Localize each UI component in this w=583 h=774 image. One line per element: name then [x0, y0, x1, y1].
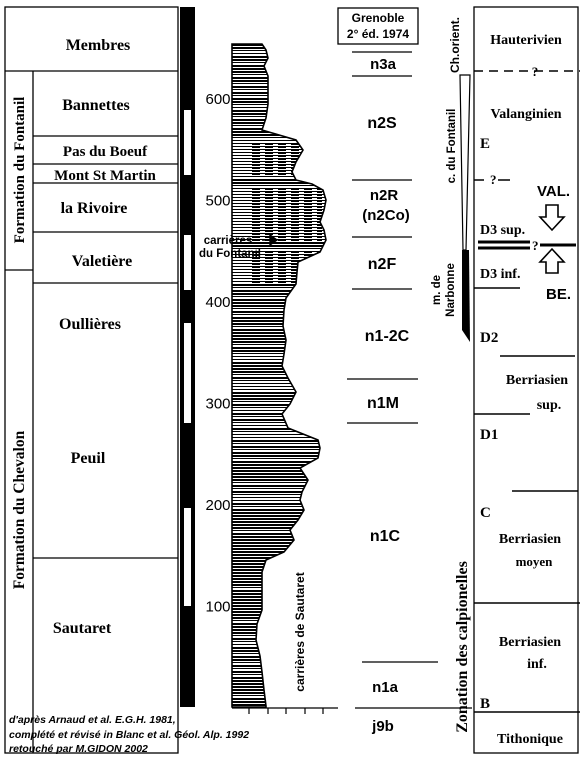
stage-berriasien-sup-1: Berriasien — [506, 373, 568, 388]
member-oullieres: Oullières — [59, 316, 121, 333]
zone-D2: D2 — [480, 330, 498, 346]
unit-j9b: j9b — [371, 718, 394, 735]
zone-C: C — [480, 505, 491, 521]
zone-D1: D1 — [480, 427, 498, 443]
membres-panel — [4, 6, 179, 754]
member-pas-du-boeuf: Pas du Boeuf — [63, 144, 148, 160]
be-marker: BE. — [546, 286, 571, 303]
arrow-down-icon — [538, 204, 566, 232]
member-peuil: Peuil — [71, 450, 106, 467]
arrow-up-icon — [538, 247, 566, 274]
grenoble-header-box: Grenoble 2° éd. 1974 — [337, 7, 419, 45]
membres-header: Membres — [66, 37, 131, 54]
grenoble-header-line1: Grenoble — [352, 11, 405, 25]
c-du-fontanil-label: c. du Fontanil — [446, 109, 458, 184]
question-mark-2: ? — [490, 172, 497, 187]
caption-line-3: retouché par M.GIDON 2002 — [9, 743, 148, 755]
scale-tick-label: 100 — [205, 599, 230, 616]
unit-n2F: n2F — [368, 256, 397, 273]
m-de-narbonne-label-1: m. de — [431, 275, 443, 305]
m-de-narbonne-label-2: Narbonne — [445, 263, 457, 317]
fontanil-zone-wedge — [459, 74, 471, 251]
member-mont-st-martin: Mont St Martin — [54, 168, 156, 184]
unit-n1a: n1a — [372, 679, 399, 696]
zone-D3-sup: D3 sup. — [480, 223, 525, 238]
caption-line-1: d'après Arnaud et al. E.G.H. 1981, — [9, 714, 176, 726]
scale-ticks: 100 200 300 400 500 600 — [205, 91, 230, 616]
unit-n2R: n2R — [370, 187, 399, 204]
member-valetiere: Valetière — [72, 253, 132, 270]
narbonne-zone-wedge — [462, 250, 470, 342]
unit-n3a: n3a — [370, 56, 397, 73]
question-mark-1: ? — [532, 64, 539, 79]
stage-berriasien-inf-1: Berriasien — [499, 635, 561, 650]
unit-n2Co: (n2Co) — [362, 207, 410, 224]
unit-boundaries — [347, 51, 472, 709]
member-la-rivoire: la Rivoire — [61, 200, 128, 217]
unit-n1-2C: n1-2C — [365, 328, 410, 345]
scale-tick-label: 300 — [205, 396, 230, 413]
val-marker: VAL. — [537, 183, 570, 200]
zone-E: E — [480, 136, 490, 152]
member-bannettes: Bannettes — [62, 97, 130, 114]
stage-hauterivien: Hauterivien — [490, 33, 562, 48]
unit-n1M: n1M — [367, 395, 399, 412]
stage-tithonique: Tithonique — [497, 732, 563, 747]
unit-n2S: n2S — [367, 115, 397, 132]
stage-berriasien-moyen-2: moyen — [516, 554, 554, 569]
caption-line-2: complété et révisé in Blanc et al. Géol.… — [9, 728, 250, 741]
zonation-calpionelles-label: Zonation des calpionelles — [454, 561, 471, 733]
carrieres-fontanil-label-1: carrières — [204, 235, 253, 247]
scale-tick-label: 600 — [205, 91, 230, 108]
unit-n1C: n1C — [370, 528, 401, 545]
ch-orient-label: Ch.orient. — [448, 17, 462, 73]
scale-tick-label: 500 — [205, 193, 230, 210]
zone-B: B — [480, 696, 490, 712]
stage-berriasien-sup-2: sup. — [537, 398, 562, 413]
lithology-column — [231, 43, 327, 708]
carrieres-sautaret-label: carrières de Sautaret — [293, 572, 307, 691]
grenoble-header-line2: 2° éd. 1974 — [347, 27, 410, 41]
source-caption: d'après Arnaud et al. E.G.H. 1981, compl… — [9, 713, 309, 757]
stage-valanginien: Valanginien — [490, 107, 561, 122]
scale-tick-label: 200 — [205, 497, 230, 514]
carrieres-fontanil-label-2: du Fontanil — [199, 248, 261, 260]
black-scale-bar — [180, 7, 195, 707]
member-sautaret: Sautaret — [53, 620, 112, 637]
stages-panel — [473, 6, 579, 754]
scale-tick-label: 400 — [205, 294, 230, 311]
formation-fontanil-label: Formation du Fontanil — [12, 97, 28, 244]
arrow-fontanil-icon — [262, 233, 279, 247]
log-base-axis — [232, 707, 338, 714]
formation-chevalon-label: Formation du Chevalon — [11, 430, 28, 589]
stage-berriasien-moyen-1: Berriasien — [499, 532, 561, 547]
zone-D3-inf: D3 inf. — [480, 267, 520, 282]
stage-berriasien-inf-2: inf. — [527, 657, 547, 672]
question-mark-3: ? — [532, 238, 539, 253]
